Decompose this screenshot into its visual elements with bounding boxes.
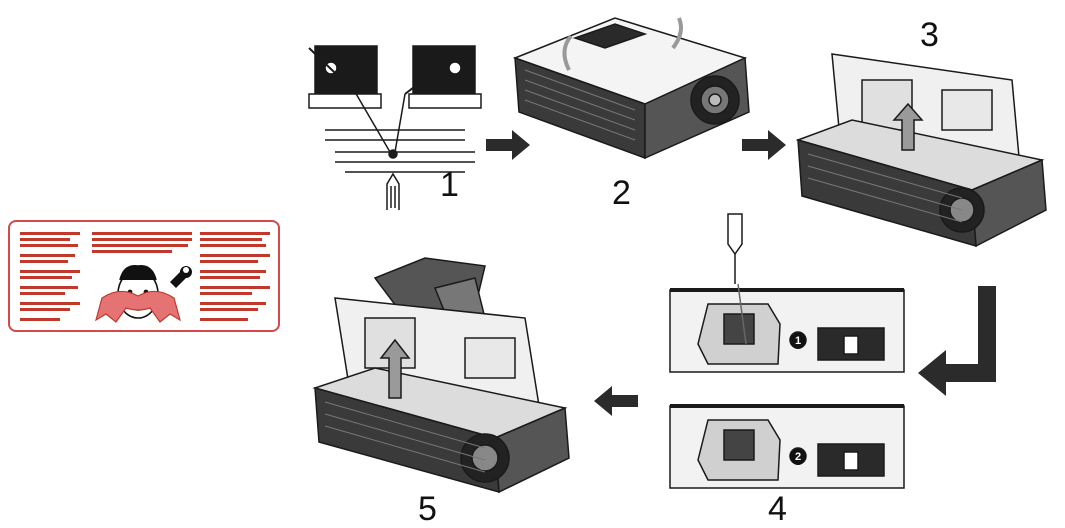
arrow-left-icon: [592, 386, 638, 416]
warning-label-graphic: [10, 222, 282, 334]
warning-text-left: [20, 232, 80, 321]
screwdriver-icon: [720, 214, 750, 284]
arrow-down-left-icon: [918, 286, 1018, 416]
step3-projector-open: [792, 50, 1062, 250]
sub-step-badge-2: 2: [790, 449, 806, 465]
warning-text-middle: [92, 232, 192, 253]
step2-projector: [505, 8, 755, 168]
step-number-2: 2: [612, 176, 631, 210]
warning-text-right: [200, 232, 270, 321]
sub-step-badge-1: 1: [790, 333, 806, 349]
lamp-panel-1: [668, 284, 908, 376]
step-number-4: 4: [768, 492, 787, 526]
step-number-1: 1: [440, 168, 459, 202]
arrow-right-icon: [742, 130, 788, 160]
wrench-icon: [170, 266, 192, 288]
step-number-5: 5: [418, 492, 437, 526]
warning-label: [8, 220, 280, 332]
lamp-panel-2: [668, 400, 908, 492]
step5-projector-lamp-removed: [305, 248, 585, 498]
step-number-3: 3: [920, 18, 939, 52]
